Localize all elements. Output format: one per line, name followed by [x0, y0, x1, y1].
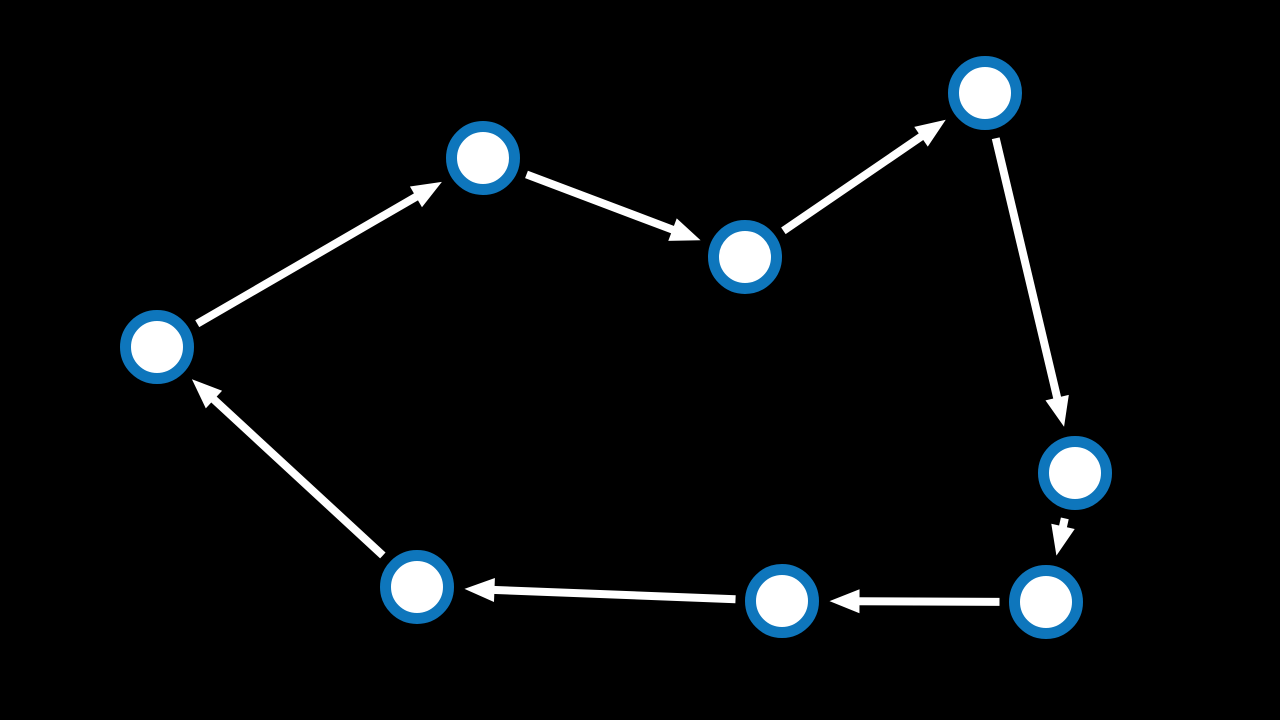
edge-arrowhead: [914, 119, 946, 147]
graph-node[interactable]: [948, 56, 1022, 130]
node-circle[interactable]: [1009, 565, 1083, 639]
edge-shaft: [781, 132, 925, 235]
node-circle[interactable]: [380, 550, 454, 624]
node-circle[interactable]: [1038, 436, 1112, 510]
graph-edge[interactable]: [525, 170, 701, 241]
edge-shaft: [525, 170, 676, 235]
edge-layer: [191, 119, 1075, 614]
node-layer: [120, 56, 1112, 639]
node-circle[interactable]: [708, 220, 782, 294]
edge-arrowhead: [1045, 394, 1069, 427]
edge-shaft: [209, 395, 386, 559]
graph-edge[interactable]: [464, 577, 736, 604]
graph-edge[interactable]: [829, 589, 1000, 614]
graph-edge[interactable]: [1051, 517, 1075, 556]
graph-node[interactable]: [446, 121, 520, 195]
node-circle[interactable]: [446, 121, 520, 195]
edge-shaft: [991, 137, 1062, 401]
edge-arrowhead: [464, 577, 495, 602]
node-circle[interactable]: [948, 56, 1022, 130]
edge-arrowhead: [409, 181, 442, 208]
graph-edge[interactable]: [195, 181, 442, 328]
graph-node[interactable]: [1038, 436, 1112, 510]
graph-edge[interactable]: [191, 379, 386, 559]
edge-shaft: [857, 597, 1000, 606]
graph-node[interactable]: [708, 220, 782, 294]
edge-arrowhead: [668, 218, 701, 241]
graph-node[interactable]: [380, 550, 454, 624]
graph-node[interactable]: [120, 310, 194, 384]
edge-arrowhead: [191, 379, 223, 409]
graph-node[interactable]: [745, 564, 819, 638]
graph-edge[interactable]: [991, 137, 1069, 427]
edge-shaft: [195, 192, 420, 328]
edge-arrowhead: [1051, 523, 1075, 556]
node-circle[interactable]: [120, 310, 194, 384]
edge-shaft: [492, 585, 736, 604]
graph-edge[interactable]: [781, 119, 946, 235]
node-circle[interactable]: [745, 564, 819, 638]
graph-node[interactable]: [1009, 565, 1083, 639]
edge-arrowhead: [829, 589, 860, 614]
